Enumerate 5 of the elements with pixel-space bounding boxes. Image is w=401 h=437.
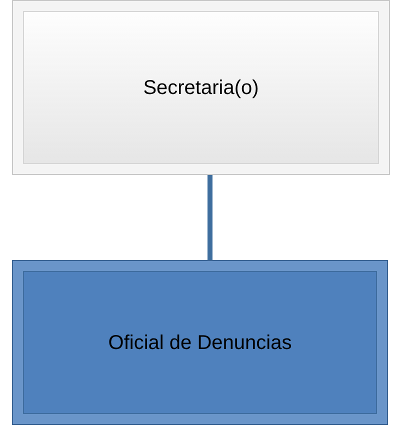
- org-chart-box: [12, 0, 390, 175]
- box-label: Oficial de Denuncias: [107, 330, 293, 356]
- org-chart-box: [12, 260, 388, 425]
- box-label: Secretaria(o): [142, 76, 260, 100]
- connector-line: [208, 175, 212, 260]
